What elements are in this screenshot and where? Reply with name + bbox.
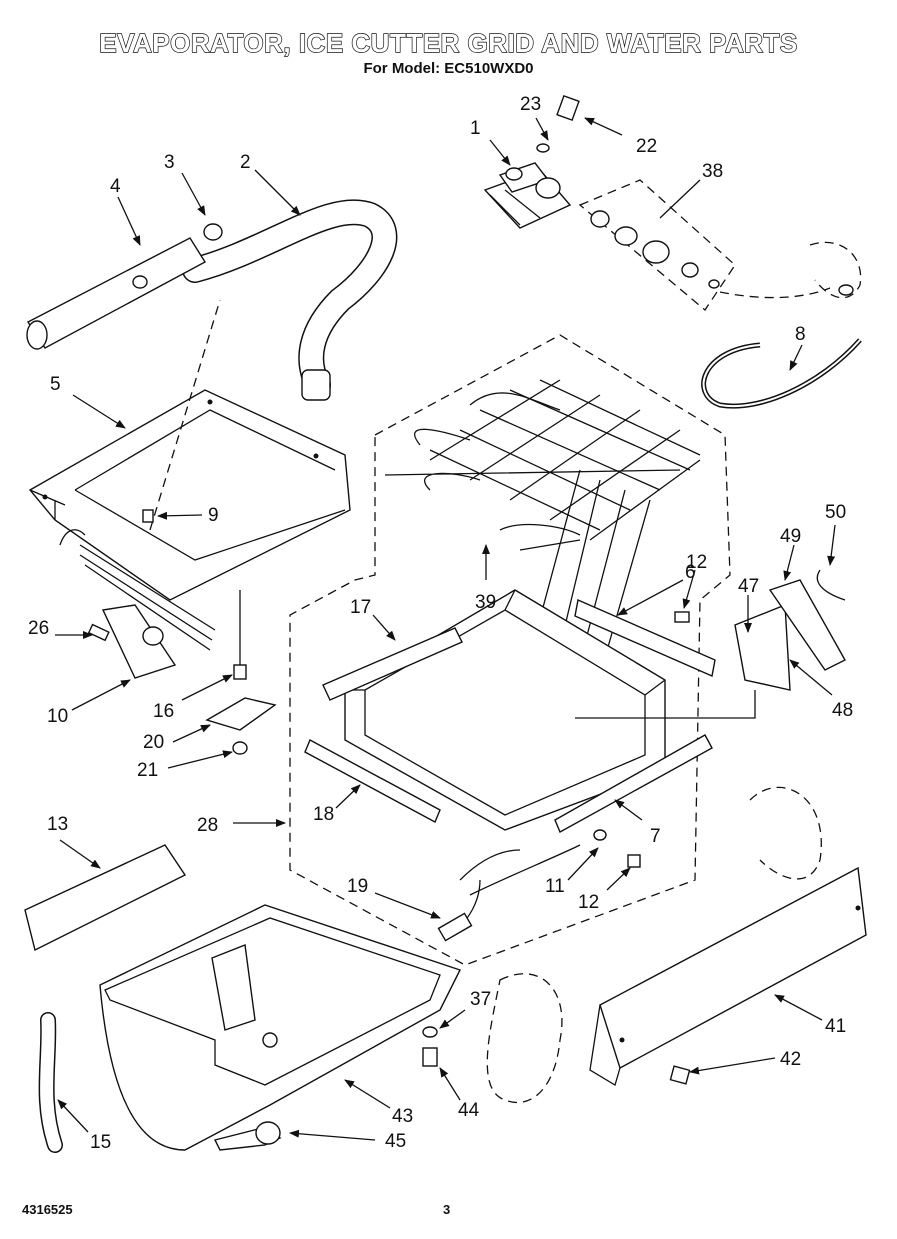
page-number: 3 xyxy=(443,1202,451,1217)
callout-9: 9 xyxy=(208,505,219,526)
callout-45: 45 xyxy=(385,1131,406,1152)
callout-43: 43 xyxy=(392,1106,413,1127)
callout-10: 10 xyxy=(47,706,68,727)
callout-19: 19 xyxy=(347,876,368,897)
callout-49: 49 xyxy=(780,526,801,547)
hose-end xyxy=(301,369,331,401)
callout-26: 26 xyxy=(28,618,49,639)
callout-44: 44 xyxy=(458,1100,480,1121)
callout-4: 4 xyxy=(110,176,121,197)
kit-outline-28 xyxy=(289,334,731,966)
cabinet-outline-bottom xyxy=(486,786,822,1104)
document-number: 4316525 xyxy=(22,1202,73,1217)
callout-47: 47 xyxy=(738,576,759,597)
callout-11: 11 xyxy=(545,876,565,897)
tube-4 xyxy=(26,237,206,349)
callout-12b: 12 xyxy=(578,892,599,913)
cover-41 xyxy=(589,866,867,1086)
model-subtitle: For Model: EC510WXD0 xyxy=(363,60,534,77)
fill-grommet xyxy=(838,284,854,296)
cutter-grid-frame xyxy=(304,579,846,833)
evaporator-coil xyxy=(384,379,701,731)
callout-17: 17 xyxy=(350,597,371,618)
screw-9 xyxy=(142,509,154,523)
screw-12 xyxy=(674,611,690,623)
callout-12a: 12 xyxy=(686,552,707,573)
screw-26 xyxy=(87,623,110,642)
bracket-20 xyxy=(205,697,277,731)
callout-37: 37 xyxy=(470,989,491,1010)
callout-1: 1 xyxy=(470,118,481,139)
water-tray xyxy=(99,904,461,1151)
callout-22: 22 xyxy=(636,136,657,157)
callout-5: 5 xyxy=(50,374,61,395)
bracket-49 xyxy=(768,579,846,671)
bracket-47 xyxy=(734,603,791,691)
callout-41: 41 xyxy=(825,1016,846,1037)
callout-42: 42 xyxy=(780,1049,801,1070)
callout-2: 2 xyxy=(240,152,251,173)
callout-39: 39 xyxy=(475,592,496,613)
callout-21: 21 xyxy=(137,760,158,781)
callout-28: 28 xyxy=(197,815,218,836)
evaporator-pan xyxy=(28,299,351,651)
callout-15: 15 xyxy=(90,1132,111,1153)
callout-20: 20 xyxy=(143,732,164,753)
valve-inlet-parts xyxy=(578,179,736,311)
callout-7: 7 xyxy=(650,826,661,847)
water-valve xyxy=(483,94,580,229)
callout-50: 50 xyxy=(825,502,846,523)
callout-3: 3 xyxy=(164,152,175,173)
bracket-13 xyxy=(24,844,187,952)
callout-48: 48 xyxy=(832,700,853,721)
page-title: EVAPORATOR, ICE CUTTER GRID AND WATER PA… xyxy=(99,27,798,58)
callout-38: 38 xyxy=(702,161,723,182)
callout-13: 13 xyxy=(47,814,68,835)
callout-8: 8 xyxy=(795,324,806,345)
bracket-10 xyxy=(101,604,177,679)
callout-6: 6 xyxy=(685,562,696,583)
callout-16: 16 xyxy=(153,701,174,722)
leader-lines xyxy=(55,117,836,1141)
clamp-3 xyxy=(203,223,223,241)
callout-23: 23 xyxy=(520,94,541,115)
cabinet-outline-top xyxy=(719,241,862,299)
callout-18: 18 xyxy=(313,804,334,825)
